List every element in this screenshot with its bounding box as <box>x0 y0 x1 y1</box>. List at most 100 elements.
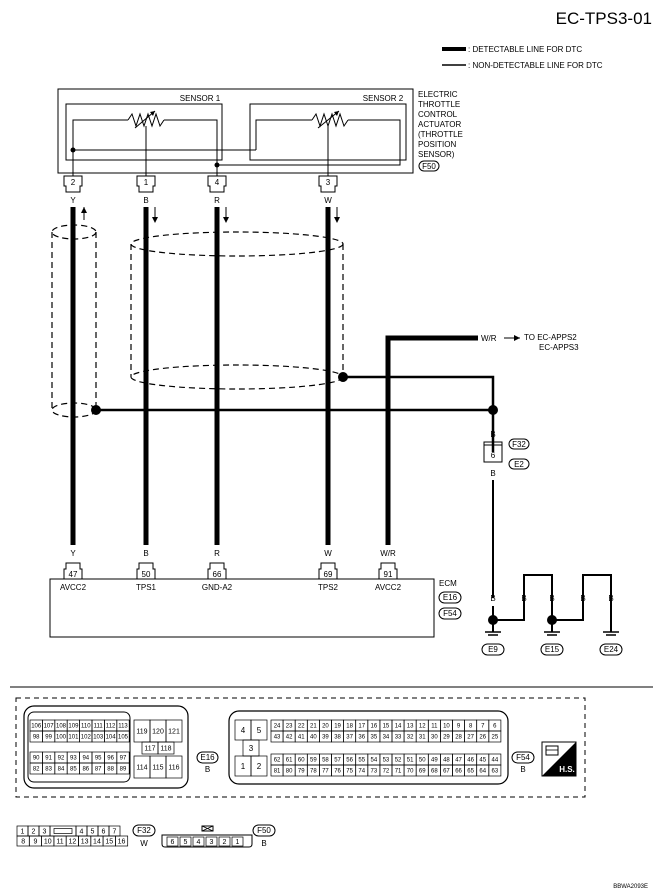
f54-pin: 10 <box>443 724 450 730</box>
svg-text:66: 66 <box>213 570 222 579</box>
e16-pin: 84 <box>58 767 65 773</box>
e16-pin: 110 <box>81 724 91 730</box>
svg-text:AVCC2: AVCC2 <box>60 583 87 592</box>
ecm-terminal-47: Y 47 AVCC2 <box>60 549 87 592</box>
sensor2-label: SENSOR 2 <box>363 94 404 103</box>
e16-pin: 105 <box>118 735 129 741</box>
f54-pin: 57 <box>334 758 341 764</box>
e16-label: E16 <box>200 753 215 762</box>
e16-pin: 109 <box>68 724 79 730</box>
e16-pin: 90 <box>33 756 40 762</box>
e16-pin: 104 <box>106 735 117 741</box>
f32-pin: 10 <box>44 838 52 845</box>
figure-code: BBWA2093E <box>613 884 648 890</box>
f32-pin: 2 <box>32 828 36 835</box>
f54-pin: 77 <box>322 769 329 775</box>
f54-pin: 59 <box>310 758 317 764</box>
diagram-code: EC-TPS3-01 <box>556 9 652 28</box>
actuator-desc-1: ELECTRIC <box>418 90 458 99</box>
svg-text:TPS2: TPS2 <box>318 583 339 592</box>
f54-pin: 19 <box>334 724 341 730</box>
ecm-connector-f54: F54 <box>443 609 457 618</box>
e16-pin: 98 <box>33 735 40 741</box>
f32-pin: 6 <box>102 828 106 835</box>
f54-pin: 71 <box>395 769 402 775</box>
svg-text:69: 69 <box>324 570 333 579</box>
e16-pin: 111 <box>94 724 104 730</box>
svg-text:B: B <box>490 469 495 478</box>
actuator-connector: F50 <box>422 162 436 171</box>
f50-pin: 6 <box>171 839 175 846</box>
f54-pin: 64 <box>479 769 486 775</box>
f54-pin: 6 <box>493 724 497 730</box>
f54-pin: 24 <box>274 724 281 730</box>
svg-text:3: 3 <box>326 178 331 187</box>
f54-pin: 27 <box>467 735 474 741</box>
f54-pin: 67 <box>443 769 450 775</box>
f32-label: F32 <box>137 826 151 835</box>
f54-pin: 54 <box>371 758 378 764</box>
actuator-desc-7: SENSOR) <box>418 150 455 159</box>
e16-pin: 83 <box>45 767 52 773</box>
f54-pin: 31 <box>419 735 426 741</box>
svg-text:W: W <box>324 196 332 205</box>
e16-pin: 92 <box>58 756 65 762</box>
actuator-desc-2: THROTTLE <box>418 100 460 109</box>
f54-pin: 56 <box>346 758 353 764</box>
actuator-pin-3: 3 W <box>318 175 338 205</box>
f54-color: B <box>520 765 525 774</box>
f54-pin: 26 <box>479 735 486 741</box>
ecm-connector-e16: E16 <box>443 593 458 602</box>
e16-pin: 106 <box>31 724 42 730</box>
f54-pin: 38 <box>334 735 341 741</box>
f50-pin: 2 <box>223 839 227 846</box>
f54-pin: 73 <box>371 769 378 775</box>
e16-pin: 121 <box>168 728 180 735</box>
f54-pin: 7 <box>481 724 485 730</box>
f54-pin: 70 <box>407 769 414 775</box>
f54-pin: 9 <box>457 724 461 730</box>
f54-pin: 68 <box>431 769 438 775</box>
svg-text:Y: Y <box>70 549 76 558</box>
f54-pin: 81 <box>274 769 281 775</box>
svg-text:B: B <box>490 594 495 603</box>
apps-to-2: EC-APPS3 <box>539 343 579 352</box>
svg-text:H.S.: H.S. <box>559 765 575 774</box>
e16-pin: 95 <box>95 756 102 762</box>
e16-pin: 94 <box>82 756 89 762</box>
e16-pin: 117 <box>144 745 155 752</box>
f54-pin: 47 <box>455 758 462 764</box>
shield-cylinders <box>51 224 344 418</box>
e16-pin: 107 <box>44 724 55 730</box>
f54-pin: 33 <box>395 735 402 741</box>
f54-pin: 43 <box>274 735 281 741</box>
f32-pin: 11 <box>56 838 63 845</box>
sensor1-label: SENSOR 1 <box>180 94 221 103</box>
actuator-pin-4: 4 R <box>207 175 227 205</box>
f32-pin: 15 <box>105 838 113 845</box>
actuator-desc-6: POSITION <box>418 140 456 149</box>
f54-pin: 72 <box>383 769 390 775</box>
f54-pin: 14 <box>395 724 402 730</box>
junction-connector-2: E2 <box>514 460 524 469</box>
e16-pin: 102 <box>81 735 92 741</box>
f54-pin: 51 <box>407 758 414 764</box>
ground-circuit: B B B B B E9 E15 E24 <box>481 574 623 656</box>
f54-pin: 80 <box>286 769 293 775</box>
e16-pin: 93 <box>70 756 77 762</box>
svg-text:4: 4 <box>215 178 220 187</box>
svg-text:B: B <box>143 549 148 558</box>
f54-pin: 22 <box>298 724 305 730</box>
f54-pin: 44 <box>492 758 499 764</box>
throttle-actuator: SENSOR 1 SENSOR 2 ELECTRIC THROTTLE CONT… <box>57 88 463 176</box>
e16-pin: 119 <box>136 728 147 735</box>
legend-non-detectable: : NON-DETECTABLE LINE FOR DTC <box>468 61 603 70</box>
f54-pin: 58 <box>322 758 329 764</box>
f54-pin: 61 <box>286 758 293 764</box>
f54-pin: 76 <box>334 769 341 775</box>
f54-pin: 16 <box>371 724 378 730</box>
e16-pin: 97 <box>120 756 127 762</box>
